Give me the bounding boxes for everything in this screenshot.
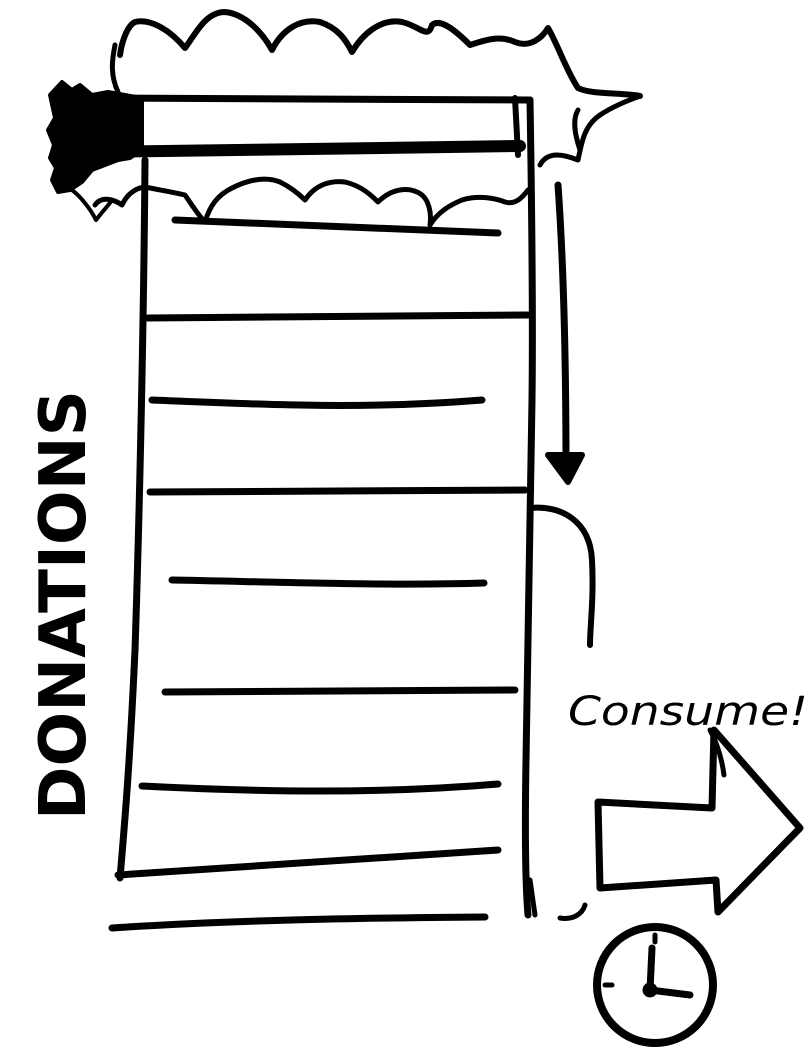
stack-bottom-dashes [530, 880, 585, 918]
stack-top-bar [95, 97, 530, 155]
right-arrow-icon [598, 730, 800, 912]
consume-label: Consume! [568, 689, 808, 735]
clock-icon [597, 927, 713, 1043]
stack-slots [112, 220, 528, 928]
stack-slot-divider-3 [165, 690, 515, 692]
stack-slot-divider-4 [118, 850, 498, 875]
consume-connector [530, 508, 593, 645]
flame-icon [48, 12, 640, 225]
stack-slot-5 [112, 917, 485, 928]
stack-slot-4 [142, 784, 498, 791]
stack-slot-divider-1 [148, 315, 528, 318]
donations-label: DONATIONS [27, 390, 101, 820]
stack-slot-2 [152, 400, 482, 405]
stack-slot-divider-2 [150, 490, 525, 492]
stack-slot-1 [175, 220, 498, 233]
stack-slot-3 [172, 580, 484, 584]
down-arrow-icon [548, 185, 582, 482]
